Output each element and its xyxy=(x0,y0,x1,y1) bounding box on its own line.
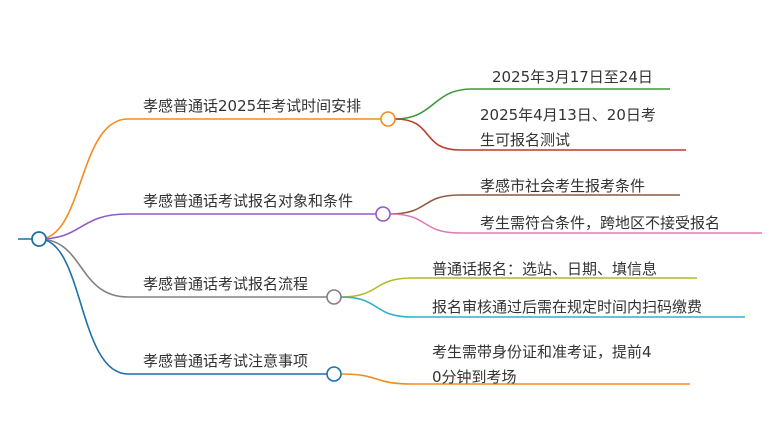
leaf-text-1-2-1: 2025年4月13日、20日考 xyxy=(480,106,656,124)
branch-label-3: 孝感普通话考试报名流程 xyxy=(143,275,309,293)
leaf-text-2-2-1: 考生需符合条件，跨地区不接受报名 xyxy=(480,214,721,232)
leaf-edge-1-2 xyxy=(394,118,686,151)
leaf-text-3-1-1: 普通话报名：选站、日期、填信息 xyxy=(432,260,658,278)
leaf-text-1-1-1: 2025年3月17日至24日 xyxy=(492,68,653,86)
branch-edge-3 xyxy=(38,238,334,298)
leaf-text-1-2-2: 生可报名测试 xyxy=(480,131,571,149)
branch-edge-2 xyxy=(38,213,383,240)
leaf-edge-4-1 xyxy=(340,373,690,385)
leaf-text-4-1-1: 考生需带身份证和准考证，提前4 xyxy=(432,343,652,361)
leaf-edge-3-1 xyxy=(340,277,697,298)
branch-node-4[interactable] xyxy=(326,366,342,382)
leaf-edge-3-2 xyxy=(340,296,745,318)
branch-edge-1 xyxy=(38,118,388,240)
branch-label-2: 孝感普通话考试报名对象和条件 xyxy=(143,192,354,210)
leaf-text-2-1-1: 孝感市社会考生报考条件 xyxy=(480,177,646,195)
leaf-edge-1-1 xyxy=(394,88,670,120)
leaf-text-3-2-1: 报名审核通过后需在规定时间内扫码缴费 xyxy=(432,298,703,316)
leaf-edge-2-2 xyxy=(389,213,762,234)
branch-edge-4 xyxy=(38,238,334,375)
leaf-edge-2-1 xyxy=(389,194,680,215)
branch-node-3[interactable] xyxy=(326,289,342,305)
branch-node-1[interactable] xyxy=(380,111,396,127)
leaf-text-4-1-2: 0分钟到考场 xyxy=(432,368,517,386)
branch-label-1: 孝感普通话2025年考试时间安排 xyxy=(143,97,362,115)
branch-node-2[interactable] xyxy=(375,206,391,222)
root-node[interactable] xyxy=(31,231,47,247)
branch-label-4: 孝感普通话考试注意事项 xyxy=(143,352,309,370)
